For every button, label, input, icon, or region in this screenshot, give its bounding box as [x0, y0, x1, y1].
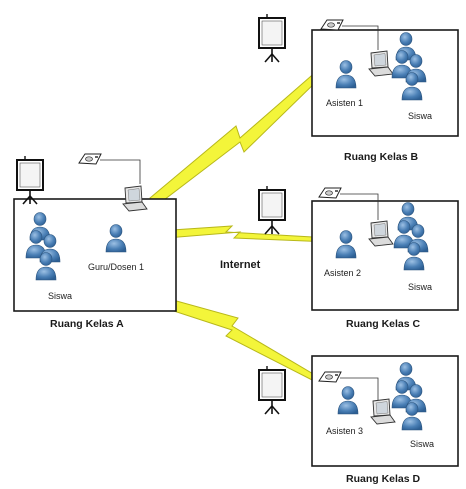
teacher-label: Guru/Dosen 1	[88, 262, 144, 272]
projector-screen-icon	[16, 155, 44, 205]
room-c: Asisten 2 Siswa Ruang Kelas C	[258, 185, 459, 330]
room-b: Asisten 1 Siswa Ruang Kelas B	[258, 13, 459, 163]
room-b-title: Ruang Kelas B	[344, 151, 419, 163]
room-d-assistant-label: Asisten 3	[326, 426, 363, 436]
room-a-title: Ruang Kelas A	[50, 318, 124, 330]
projector-icon	[320, 19, 344, 31]
room-d-title: Ruang Kelas D	[346, 473, 421, 485]
room-b-students-label: Siswa	[408, 111, 432, 121]
room-c-box	[311, 200, 459, 311]
room-d-students-label: Siswa	[410, 439, 434, 449]
internet-label: Internet	[220, 259, 261, 271]
room-b-box	[311, 29, 459, 137]
room-c-title: Ruang Kelas C	[346, 318, 421, 330]
projector-icon	[318, 187, 342, 199]
room-c-assistant-label: Asisten 2	[324, 268, 361, 278]
projector-screen-icon	[258, 185, 286, 235]
room-a-students-label: Siswa	[48, 291, 72, 301]
projector-icon	[78, 153, 102, 165]
room-c-students-label: Siswa	[408, 282, 432, 292]
room-b-assistant-label: Asisten 1	[326, 98, 363, 108]
room-a: Guru/Dosen 1 Siswa Ruang Kelas A	[13, 153, 177, 330]
room-d: Asisten 3 Siswa Ruang Kelas D	[258, 355, 459, 485]
projector-screen-icon	[258, 13, 286, 63]
lightning-link-b	[149, 69, 321, 207]
projector-screen-icon	[258, 365, 286, 415]
